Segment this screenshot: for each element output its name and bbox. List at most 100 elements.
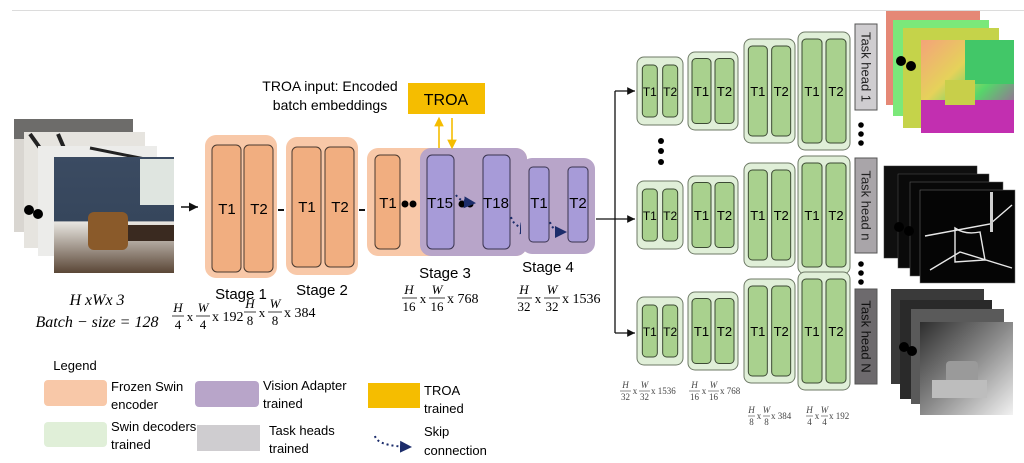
top-divider	[12, 10, 1024, 11]
legend-swatch-frozen	[44, 380, 107, 406]
svg-text:16: 16	[709, 392, 719, 402]
block-label: T1	[804, 324, 819, 339]
svg-text:H: H	[805, 405, 813, 415]
block-label: T1	[379, 195, 397, 212]
ellipsis-dot	[858, 131, 864, 137]
skip-connection-arrow	[549, 221, 567, 238]
svg-text:H: H	[747, 405, 755, 415]
troa-box-label: TROA	[424, 92, 469, 109]
legend-swatch-adapter	[195, 381, 259, 407]
svg-text:W: W	[821, 405, 830, 415]
legend-label: Skip	[424, 424, 449, 439]
stage-1-resolution: H 4 x W 4 x 192	[172, 300, 244, 332]
stack-dot	[24, 205, 34, 215]
svg-text:8: 8	[749, 417, 754, 427]
stack-dot	[904, 226, 914, 236]
stage-2-resolution: H 8 x W 8 x 384	[244, 296, 316, 328]
ellipsis-dot	[658, 148, 664, 154]
input-dims-label: H xWx 3	[68, 292, 124, 309]
svg-text:W: W	[710, 380, 719, 390]
legend-label: connection	[424, 443, 487, 458]
svg-text:x: x	[535, 291, 542, 306]
stack-dot	[33, 209, 43, 219]
task-head-2: Task head n	[854, 157, 878, 254]
decoder-block-t2	[771, 285, 792, 377]
svg-text:H: H	[172, 300, 183, 315]
block-label: T2	[663, 209, 677, 223]
svg-text:8: 8	[764, 417, 769, 427]
decoder-block-t1	[641, 304, 658, 358]
block-label: T18	[483, 195, 509, 212]
block-label: T2	[331, 199, 349, 216]
legend-label: Vision Adapter	[263, 378, 347, 393]
decoder-block-t1	[691, 58, 712, 124]
legend: Frozen Swin encoder Vision Adapter train…	[44, 378, 487, 458]
svg-text:16: 16	[403, 299, 417, 314]
troa-caption-line1: TROA input: Encoded	[262, 78, 397, 94]
svg-text:x 192: x 192	[212, 310, 244, 325]
stage-2-block-t1	[291, 146, 322, 268]
decoder-block-t2	[771, 45, 792, 137]
svg-text:H: H	[690, 380, 698, 390]
svg-text:32: 32	[546, 299, 559, 314]
decoder-block-t1	[691, 182, 712, 248]
troa-box	[408, 83, 485, 114]
block-label: T1	[643, 85, 657, 99]
svg-text:x: x	[633, 386, 638, 396]
decoder-block-t2	[825, 38, 847, 144]
decoder-block-t1	[747, 45, 768, 137]
task-head-box	[854, 288, 878, 385]
svg-text:x 192: x 192	[829, 411, 849, 421]
decoder-block-t1	[801, 278, 823, 384]
decoder-block-t2	[662, 64, 679, 118]
svg-text:32: 32	[518, 299, 531, 314]
block-label: T1	[750, 324, 765, 339]
svg-text:x 384: x 384	[284, 306, 316, 321]
decoder-block-t1	[691, 298, 712, 364]
block-label: T2	[250, 201, 268, 218]
ellipsis-dot	[858, 261, 864, 267]
block-label: T2	[828, 84, 843, 99]
legend-skip-arrow	[374, 435, 412, 453]
svg-text:W: W	[270, 296, 282, 311]
batch-size-label: Batch − size = 128	[36, 314, 159, 331]
legend-label: TROA	[424, 383, 460, 398]
legend-label: trained	[269, 441, 309, 456]
legend-label: Frozen Swin	[111, 379, 183, 394]
svg-text:16: 16	[431, 299, 445, 314]
decoder-block-t1	[801, 162, 823, 268]
decoder-block-t2	[771, 169, 792, 261]
stage-4-block-t2	[567, 166, 589, 243]
stage-2-label: Stage 2	[296, 282, 348, 299]
output-image-front	[919, 189, 1016, 284]
legend-label: Task heads	[269, 423, 335, 438]
block-label: T2	[717, 84, 732, 99]
decoder-block-t2	[714, 58, 735, 124]
block-label: T2	[717, 324, 732, 339]
decoder-block-t2	[825, 278, 847, 384]
decoder-block-t2	[662, 304, 679, 358]
troa-caption-line2: batch embeddings	[273, 97, 387, 113]
output-surface-normals	[886, 11, 1014, 133]
svg-text:H: H	[518, 282, 529, 297]
svg-text:x 384: x 384	[771, 411, 792, 421]
block-label: T1	[750, 208, 765, 223]
ellipsis-dot	[858, 140, 864, 146]
svg-text:x: x	[702, 386, 707, 396]
stage-4: T1 T2	[521, 158, 595, 254]
svg-text:4: 4	[175, 317, 182, 332]
block-label: T2	[774, 324, 789, 339]
block-label: T1	[694, 84, 709, 99]
ellipsis-dot	[401, 200, 409, 208]
decoder-block-t1	[641, 64, 658, 118]
stage-3-block-t15	[426, 154, 455, 250]
ellipsis-dot	[858, 122, 864, 128]
svg-text:x 768: x 768	[720, 386, 741, 396]
legend-title: Legend	[53, 358, 96, 373]
block-label: T15	[427, 195, 453, 212]
legend-label: Swin decoders	[111, 419, 197, 434]
task-head-1: Task head 1	[854, 23, 878, 111]
